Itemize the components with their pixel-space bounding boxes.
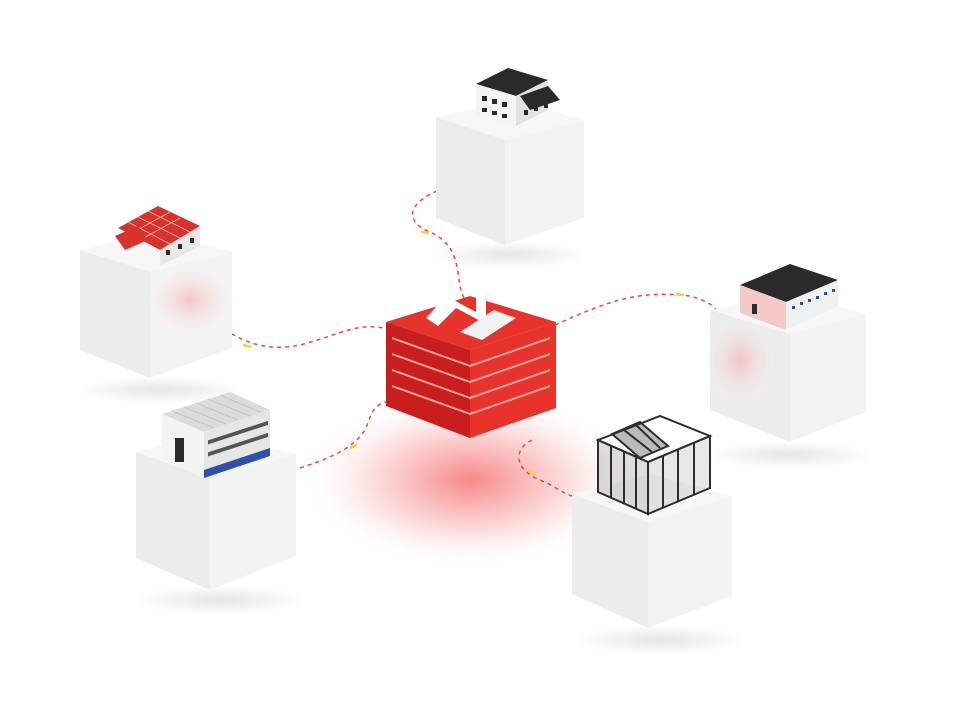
cube-right-face [648,496,732,628]
node-cube-right [700,264,875,469]
hub-glow [300,390,640,570]
house-icon [476,68,560,126]
logo-mark-icon [426,290,516,340]
solar-roof-house-icon [115,206,200,266]
cube-left-face [136,452,210,590]
node-cube-bottom-left [130,392,310,615]
cube-left-face [436,117,505,245]
cube-right-face [790,314,866,442]
hub-layer-lines [391,337,551,416]
cube-left-face [572,494,648,628]
cube-right-face [505,120,584,245]
node-cube-top [430,68,590,269]
warehouse-icon [162,392,270,478]
node-cube-left [75,206,245,404]
greenhouse-icon [595,414,713,516]
cube-left-face [80,250,150,378]
connector-right [554,293,719,326]
connector-highlights [242,230,685,476]
connector-bottom-left [299,399,393,469]
barn-icon [740,264,838,330]
hub-cube [386,290,556,438]
hub-top-face [386,296,556,350]
hub-right-face [470,322,556,438]
cube-right-face [210,454,296,590]
node-cube-bottom-right [570,414,750,655]
connector-bottom-right [518,439,573,497]
hub-left-face [386,322,470,438]
